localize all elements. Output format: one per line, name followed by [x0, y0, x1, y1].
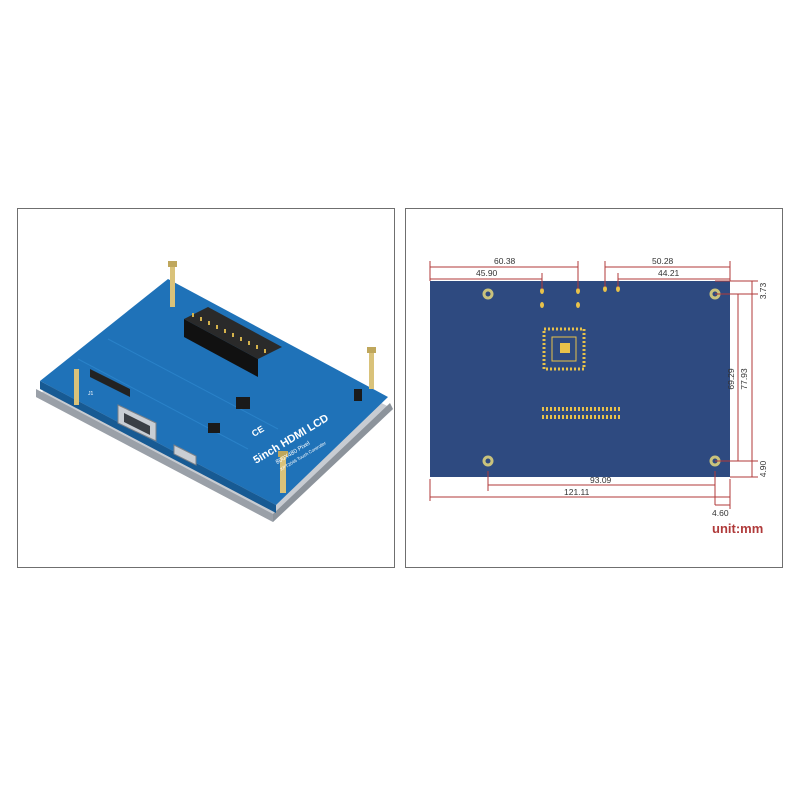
pin-pad	[606, 407, 608, 411]
pin-pad	[550, 415, 552, 419]
standoff-right	[367, 347, 376, 389]
pin-pad	[558, 415, 560, 419]
mounting-hole-bottom-left	[482, 455, 494, 467]
pin-pad	[542, 407, 544, 411]
dim-top-2: 45.90	[476, 268, 498, 278]
pin-pad	[566, 415, 568, 419]
pin-pad	[542, 415, 544, 419]
dimension-drawing: 60.38 45.90 50.28 44.21 3.73 69.29 77.93…	[429, 256, 768, 536]
pin-pad	[546, 415, 548, 419]
pcb-trace	[107, 338, 279, 430]
pin-pad	[562, 407, 564, 411]
pin-pad	[566, 407, 568, 411]
dim-bottom-3: 4.60	[712, 508, 729, 518]
pin-pad	[586, 415, 588, 419]
pin-pad	[618, 415, 620, 419]
pcb-edge	[40, 381, 276, 513]
pin-pad	[598, 415, 600, 419]
pin-pad	[570, 415, 572, 419]
pin-pad	[594, 407, 596, 411]
dim-bottom-2: 121.11	[564, 487, 590, 497]
dim-top-4: 44.21	[658, 268, 680, 278]
power-inductor	[236, 397, 250, 409]
pin-pad	[554, 407, 556, 411]
unit-label: unit:mm	[712, 521, 763, 536]
dim-top-3: 50.28	[652, 256, 674, 266]
standoff-top-left	[168, 261, 177, 307]
pin-pad	[570, 407, 572, 411]
standoff-left	[74, 369, 79, 405]
pin-row	[542, 407, 620, 419]
pcb-board	[40, 279, 388, 505]
pin-pad	[610, 415, 612, 419]
lcd-frame-side	[273, 403, 393, 522]
pin-pad	[606, 415, 608, 419]
regulator-chip	[208, 423, 220, 433]
pin-pad	[618, 407, 620, 411]
top-vias	[540, 286, 620, 308]
pin-pad	[574, 415, 576, 419]
pin-pad	[554, 415, 556, 419]
pin-pad	[546, 407, 548, 411]
pin-pad	[582, 415, 584, 419]
board-outline	[430, 281, 730, 477]
chip-footprint	[542, 327, 586, 371]
pin-pad	[590, 407, 592, 411]
pin-pad	[574, 407, 576, 411]
micro-usb-port	[173, 444, 197, 466]
pin-pad	[550, 407, 552, 411]
gpio-header	[184, 319, 258, 377]
pin-pad	[610, 407, 612, 411]
dim-right-4: 4.90	[758, 460, 768, 477]
lcd-board-photo: J1 5inch HDMI LCD 800X480 Pixel XPT2046 …	[36, 261, 393, 522]
pin-pad	[558, 407, 560, 411]
pin-pad	[578, 407, 580, 411]
dimension-lines	[429, 261, 758, 509]
pin-pad	[614, 407, 616, 411]
pin-pad	[582, 407, 584, 411]
backlight-switch	[354, 389, 362, 401]
hdmi-port	[117, 404, 157, 442]
dim-right-2: 69.29	[726, 368, 736, 390]
pin-pad	[578, 415, 580, 419]
dim-right-1: 3.73	[758, 282, 768, 299]
pin-pad	[590, 415, 592, 419]
dimension-drawing-panel: 60.38 45.90 50.28 44.21 3.73 69.29 77.93…	[405, 208, 783, 568]
dim-right-3: 77.93	[739, 368, 749, 390]
pin-pad	[598, 407, 600, 411]
dim-top-1: 60.38	[494, 256, 516, 266]
product-photo-panel: J1 5inch HDMI LCD 800X480 Pixel XPT2046 …	[17, 208, 395, 568]
pin-pad	[594, 415, 596, 419]
pin-pad	[586, 407, 588, 411]
pcb-trace	[77, 358, 249, 450]
pin-pad	[562, 415, 564, 419]
pin-pad	[614, 415, 616, 419]
dim-bottom-1: 93.09	[590, 475, 612, 485]
pin-pad	[602, 415, 604, 419]
mounting-hole-top-left	[482, 288, 494, 300]
fpc-connector	[90, 369, 130, 397]
connector-label: J1	[88, 391, 94, 397]
pin-pad	[602, 407, 604, 411]
lcd-frame-edge	[36, 389, 273, 522]
standoff-bottom	[278, 451, 288, 493]
gpio-pins	[192, 313, 266, 353]
